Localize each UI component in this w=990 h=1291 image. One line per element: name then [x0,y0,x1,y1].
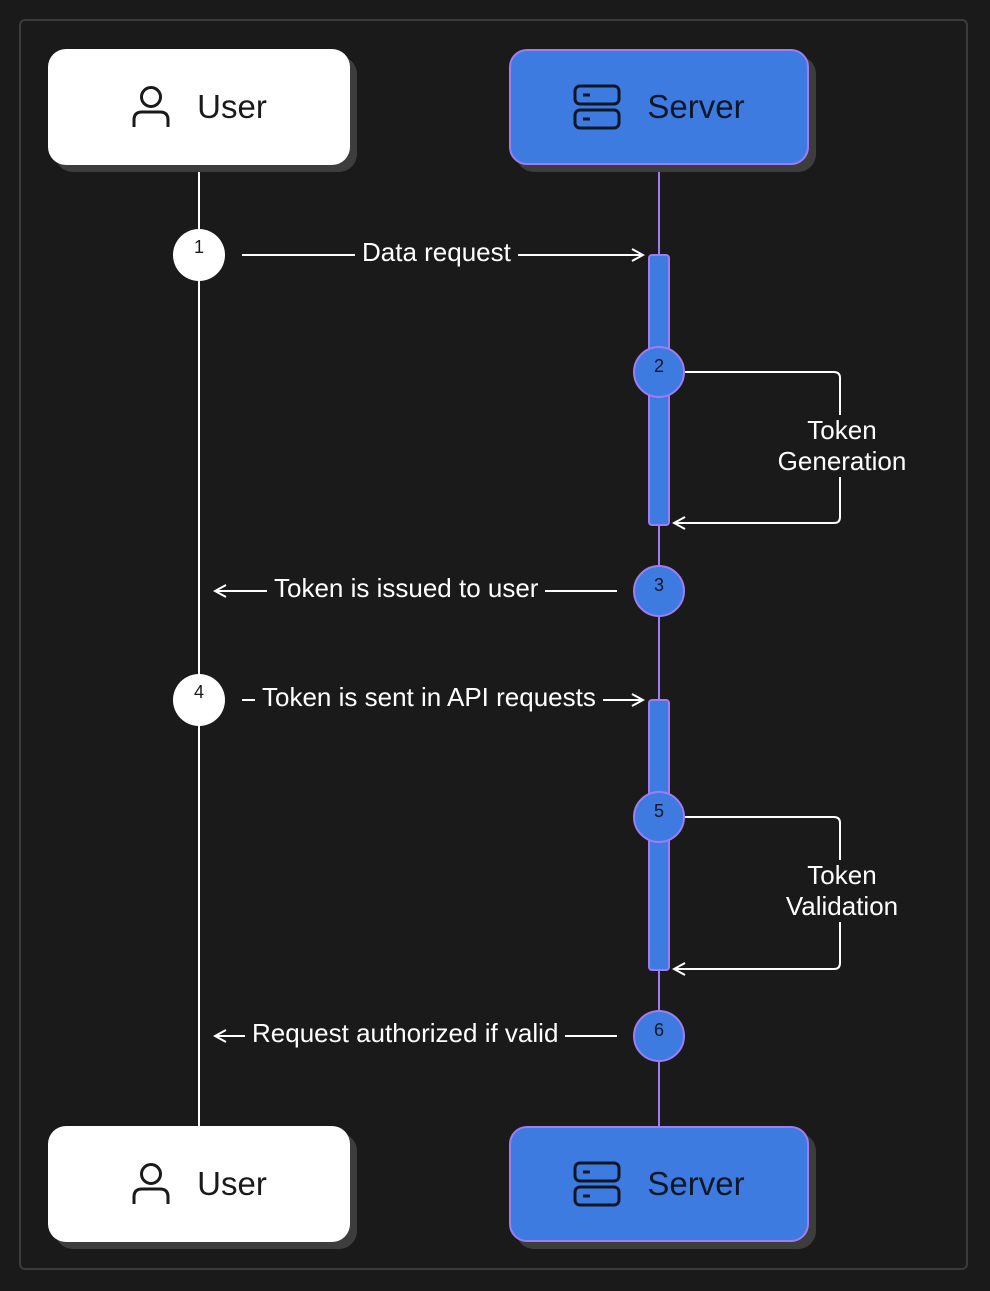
server-actor-bottom: Server [509,1126,809,1242]
message-request-authorized: Request authorized if valid [245,1017,566,1049]
note-token-validation-line-2: Validation [785,891,899,921]
user-icon [131,85,171,129]
step-marker-6: 6 [633,1010,685,1062]
user-label: User [197,1165,267,1202]
server-label: Server [647,88,745,125]
step-marker-4: 4 [173,674,225,726]
step-marker-1: 1 [173,229,225,281]
server-label: Server [647,1165,745,1202]
diagram-frame [19,19,968,1270]
message-token-sent: Token is sent in API requests [255,681,603,713]
server-actor-top: Server [509,49,809,165]
user-label: User [197,88,267,125]
note-token-validation-line-1: Token [807,860,877,890]
user-actor-top: User [48,49,350,165]
note-token-validation: Token Validation [770,860,914,922]
message-token-issued: Token is issued to user [267,572,546,604]
note-token-generation-line-2: Generation [777,446,907,476]
note-token-generation: Token Generation [766,415,918,477]
message-data-request: Data request [355,236,518,268]
server-icon [573,84,621,130]
step-marker-2: 2 [633,346,685,398]
step-marker-3: 3 [633,565,685,617]
note-token-generation-line-1: Token [807,415,877,445]
user-actor-bottom: User [48,1126,350,1242]
user-icon [131,1162,171,1206]
step-marker-5: 5 [633,791,685,843]
server-icon [573,1161,621,1207]
